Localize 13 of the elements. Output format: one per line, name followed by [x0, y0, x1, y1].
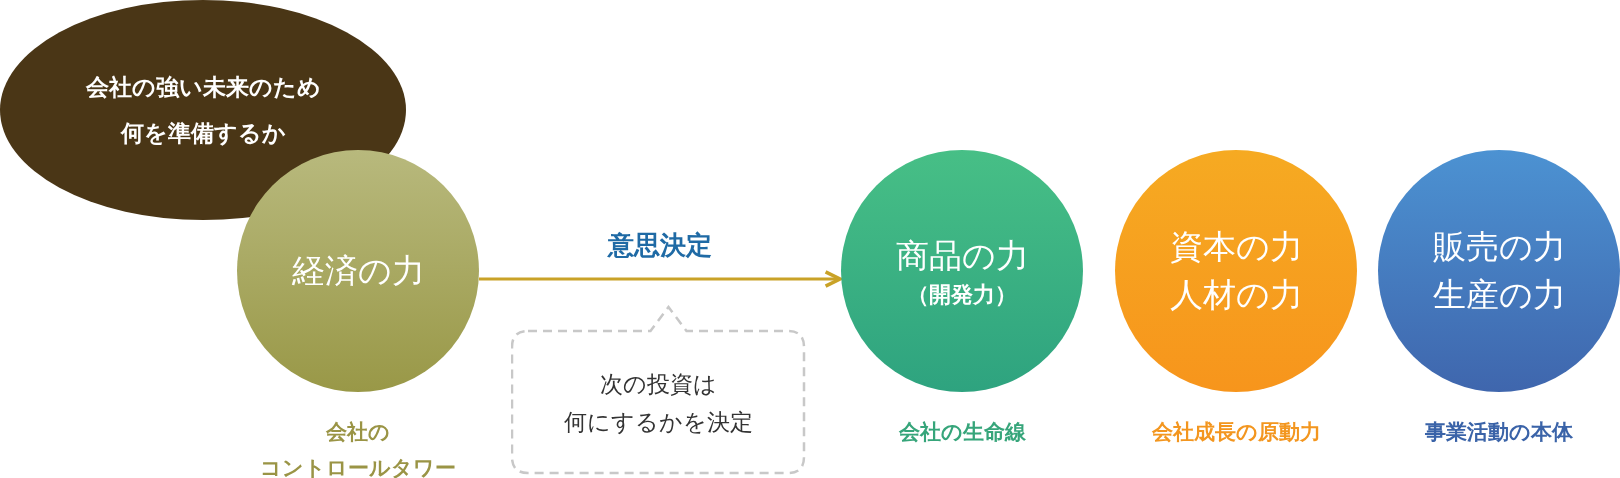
node-label: 会社の生命線 — [897, 419, 1027, 446]
node-label: 経済の力 — [291, 250, 425, 292]
node-label: 会社の強い未来のため何を準備するか — [85, 73, 321, 148]
node-label: （開発力） — [907, 281, 1017, 309]
node-label: 販売の力生産の力 — [1432, 226, 1566, 316]
node-label: 商品の力 — [895, 235, 1029, 277]
node-label: 次の投資は何にするかを決定 — [564, 370, 753, 437]
arrow — [479, 270, 842, 288]
node-label: 会社成長の原動力 — [1150, 419, 1322, 446]
node-label: 事業活動の本体 — [1424, 419, 1574, 446]
node-label: 会社のコントロールタワー — [259, 419, 457, 478]
node-label: 資本の力人材の力 — [1169, 226, 1303, 316]
speech-bubble — [511, 305, 806, 475]
